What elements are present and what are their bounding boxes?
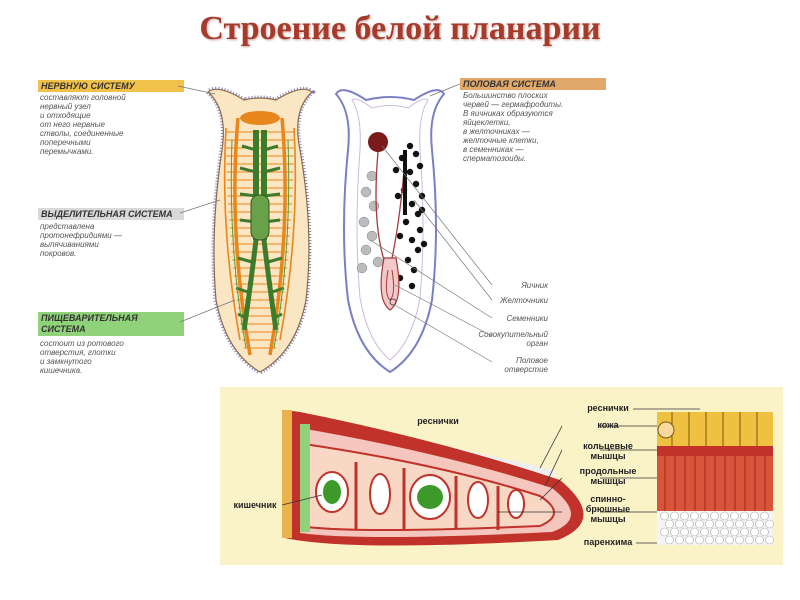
- description-line: яйцеклетки,: [463, 118, 511, 127]
- description-line: червей — гермафродиты.: [463, 100, 564, 109]
- description-line: поперечными: [40, 138, 91, 147]
- label-line: реснички: [587, 403, 629, 413]
- description-line: желточные клетки,: [463, 136, 539, 145]
- description-line: нервный узел: [40, 102, 91, 111]
- cross-section-panel: [220, 387, 783, 565]
- description-line: в семенниках —: [463, 145, 524, 154]
- tissue-layer-label: паренхима: [568, 537, 648, 547]
- label-line: орган: [526, 339, 548, 348]
- reproductive-organ-label: Желточники: [470, 296, 548, 305]
- description-line: в желточниках —: [463, 127, 530, 136]
- label-line: Семенники: [506, 314, 548, 323]
- description-line: и замкнутого: [40, 357, 92, 366]
- label-line: кольцевые: [583, 441, 633, 451]
- label-line: Яичник: [521, 281, 548, 290]
- description-line: от него нервные: [40, 120, 105, 129]
- planaria-reproductive: [334, 83, 493, 374]
- label-line: Половое: [516, 356, 548, 365]
- reproductive-system-header: ПОЛОВАЯ СИСТЕМА: [460, 78, 606, 90]
- description-line: представлена: [40, 222, 95, 231]
- description-line: протонефридиями —: [40, 231, 122, 240]
- tissue-layer-label: кожа: [568, 420, 648, 430]
- label-line: кожа: [597, 420, 619, 430]
- section-cilia-top-label: реснички: [417, 416, 459, 426]
- label-line: брюшные: [585, 504, 631, 514]
- excretory-system-header: ВЫДЕЛИТЕЛЬНАЯ СИСТЕМА: [38, 208, 184, 220]
- description-line: В яичниках образуются: [463, 109, 553, 118]
- label-line: Совокупительный: [478, 330, 548, 339]
- label-line: спинно-: [590, 494, 626, 504]
- reproductive-organ-label: Яичник: [470, 281, 548, 290]
- label-line: мышцы: [590, 514, 626, 524]
- description-line: кишечника.: [40, 366, 83, 375]
- description-line: стволы, соединенные: [40, 129, 124, 138]
- label-line: Желточники: [500, 296, 548, 305]
- label-line: продольные: [579, 466, 637, 476]
- page-title: Строение белой планарии: [199, 10, 601, 47]
- description-line: сперматозоиды.: [463, 154, 527, 163]
- label-line: паренхима: [583, 537, 633, 547]
- reproductive-organ-label: Семенники: [470, 314, 548, 323]
- planaria-nervous-digestive: [177, 85, 316, 375]
- description-line: покровов.: [40, 249, 77, 258]
- description-line: отверстия, глотки: [40, 348, 116, 357]
- description-line: перемычками.: [40, 147, 94, 156]
- label-line: отверстие: [504, 365, 548, 374]
- section-intestine-label: кишечник: [233, 500, 277, 510]
- description-line: состоит из ротового: [40, 339, 124, 348]
- label-line: мышцы: [590, 476, 626, 486]
- nervous-system-header: НЕРВНУЮ СИСТЕМУ: [38, 80, 184, 92]
- description-line: Большинство плоских: [463, 91, 548, 100]
- header-line: ПИЩЕВАРИТЕЛЬНАЯ: [41, 313, 138, 323]
- description-line: выпячиваниями: [40, 240, 99, 249]
- description-line: и отходящие: [40, 111, 91, 120]
- label-line: мышцы: [590, 451, 626, 461]
- tissue-layer-label: реснички: [568, 403, 648, 413]
- header-line: СИСТЕМА: [41, 324, 86, 334]
- description-line: составляют головной: [40, 93, 126, 102]
